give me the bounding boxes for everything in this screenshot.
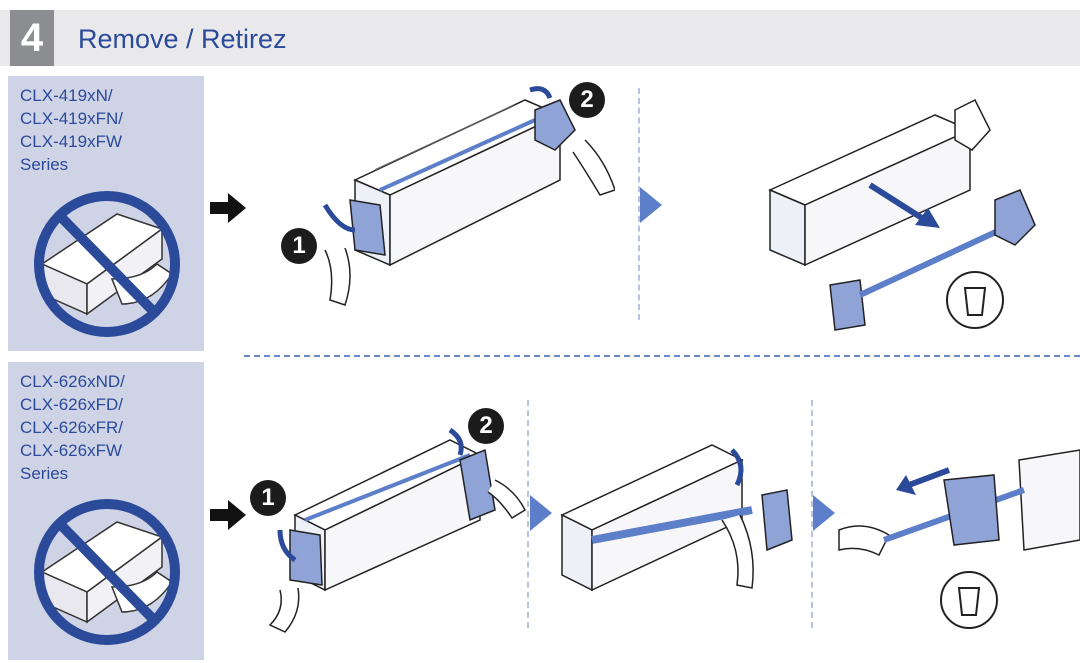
model-line: Series [20,155,69,174]
divider [638,88,640,320]
model-panel-419: CLX-419xN/ CLX-419xFN/ CLX-419xFW Series [8,76,204,351]
right-arrow-icon [210,193,246,223]
cartridge-illustration-step4 [560,444,793,592]
cartridge-illustration-step1 [322,86,615,306]
callout-1: 1 [250,480,286,516]
model-label-419: CLX-419xN/ CLX-419xFN/ CLX-419xFW Series [20,84,123,176]
cartridge-illustration-step5 [838,449,1080,629]
no-entry-icon [34,499,180,645]
right-arrow-icon [210,500,246,530]
no-entry-icon [34,191,180,337]
model-line: CLX-626xFD/ [20,395,123,414]
header-bar [0,10,1080,66]
model-line: CLX-419xFN/ [20,109,123,128]
next-triangle-icon [813,495,835,531]
callout-2: 2 [468,408,504,444]
trash-bin-icon [946,271,1004,329]
model-panel-626: CLX-626xND/ CLX-626xFD/ CLX-626xFR/ CLX-… [8,362,204,660]
model-line: CLX-626xFR/ [20,418,123,437]
model-line: Series [20,464,69,483]
page-title: Remove / Retirez [78,24,287,54]
next-triangle-icon [530,495,552,531]
model-line: CLX-419xFW [20,132,123,151]
next-triangle-icon [640,187,662,223]
step-number: 4 [10,10,54,66]
model-line: CLX-419xN/ [20,86,113,105]
trash-bin-icon [940,571,998,629]
callout-2: 2 [569,82,605,118]
model-label-626: CLX-626xND/ CLX-626xFD/ CLX-626xFR/ CLX-… [20,370,125,485]
divider [527,400,529,628]
cartridge-illustration-step3 [268,427,526,633]
callout-1: 1 [281,228,317,264]
model-line: CLX-626xFW [20,441,123,460]
model-line: CLX-626xND/ [20,372,125,391]
cartridge-illustration-step2 [768,98,1036,331]
section-divider [244,355,1080,357]
divider [811,400,813,628]
